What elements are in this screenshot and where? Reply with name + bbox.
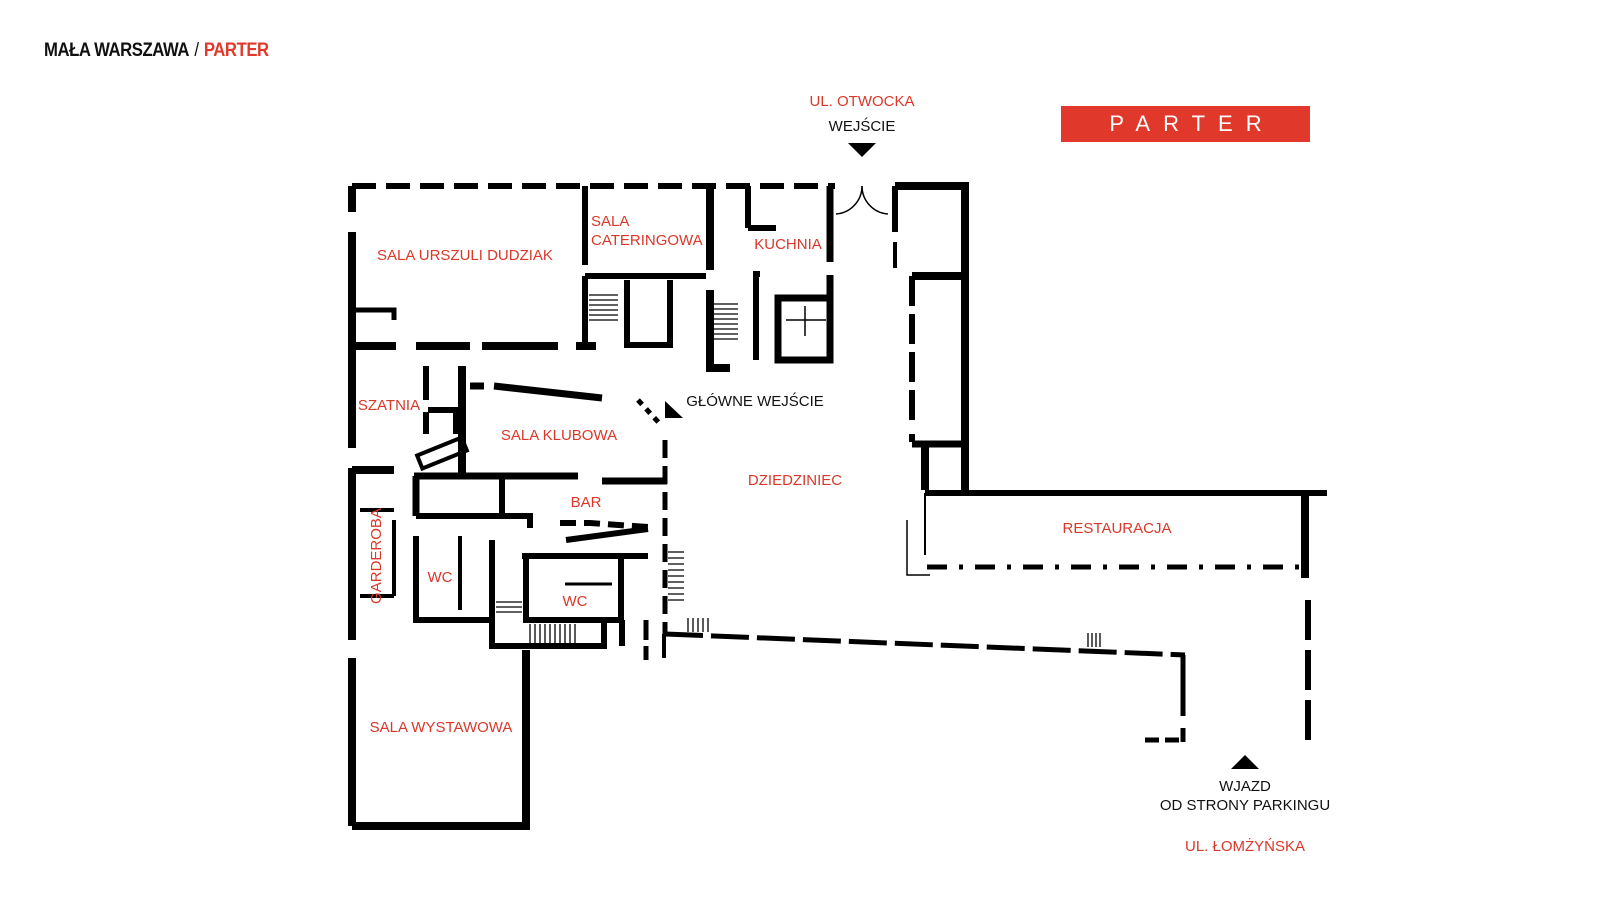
room-sala-wystawowa: SALA WYSTAWOWA [370, 719, 513, 736]
street-bottom-label: UL. ŁOMŻYŃSKA [1185, 837, 1305, 855]
top-entrance-label: WEJŚCIE [829, 117, 896, 135]
room-wc-right: WC [563, 593, 588, 610]
main-entrance-arrow-icon [665, 401, 683, 418]
room-sala-urszuli-dudziak: SALA URSZULI DUDZIAK [377, 247, 553, 264]
room-restauracja: RESTAURACJA [1063, 520, 1172, 537]
header-separator: / [194, 40, 199, 61]
stairs [496, 294, 1101, 647]
parking-entrance-label-line2: OD STRONY PARKINGU [1160, 797, 1330, 814]
room-wc-left: WC [428, 569, 453, 586]
doors [835, 185, 930, 576]
parking-entrance-label-line1: WJAZD [1219, 778, 1271, 795]
room-sala-cateringowa-line1: SALA [591, 213, 629, 230]
room-szatnia: SZATNIA [358, 397, 420, 414]
parking-entrance-arrow-icon [1231, 755, 1259, 769]
room-dziedziniec: DZIEDZINIEC [748, 472, 842, 489]
room-garderoba: GARDEROBA [368, 508, 385, 604]
floor-name: PARTER [203, 40, 269, 61]
walls [348, 182, 1327, 830]
room-sala-klubowa: SALA KLUBOWA [501, 427, 617, 444]
room-sala-cateringowa-line2: CATERINGOWA [591, 232, 703, 249]
floor-badge: PARTER [1061, 106, 1310, 142]
floor-plan-header: MAŁA WARSZAWA/PARTER [44, 40, 269, 62]
top-entrance-arrow-icon [848, 143, 876, 157]
stair-block [414, 434, 470, 472]
street-top-label: UL. OTWOCKA [809, 93, 914, 110]
room-kuchnia: KUCHNIA [754, 236, 822, 253]
room-bar: BAR [571, 494, 602, 511]
main-entrance-label: GŁÓWNE WEJŚCIE [686, 392, 824, 410]
venue-name: MAŁA WARSZAWA [44, 40, 190, 61]
